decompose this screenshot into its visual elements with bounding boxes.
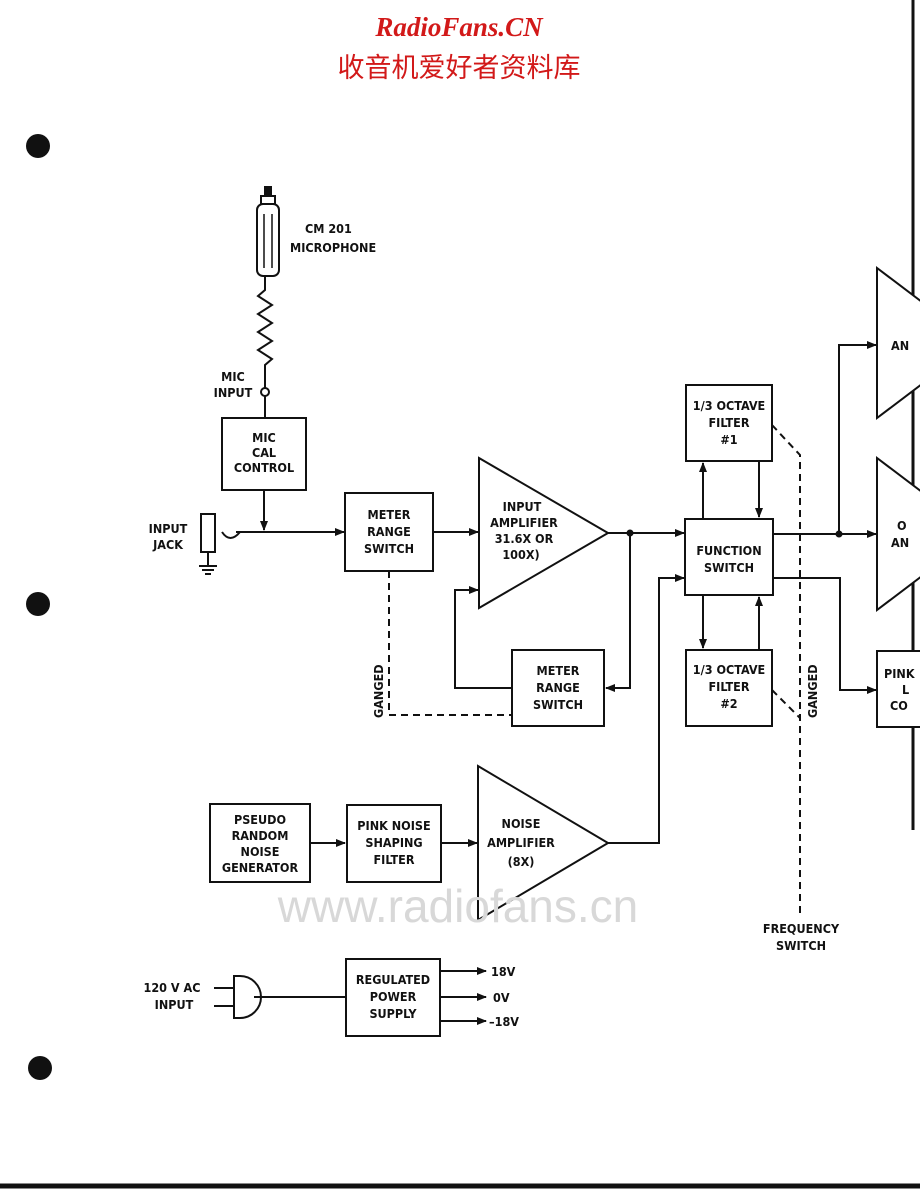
pink-noise-label-line3: FILTER — [374, 852, 415, 867]
ganged-link-1 — [388, 571, 512, 716]
pseudo-random-label-line2: RANDOM — [232, 828, 289, 843]
function-switch-label-line2: SWITCH — [704, 560, 754, 575]
rail-zero-label: 0V — [493, 990, 510, 1005]
input-amplifier-triangle — [478, 456, 610, 610]
right-box-label-line1: PINK — [884, 666, 916, 681]
filter-1-label-line2: FILTER — [709, 415, 750, 430]
input-amp-label-line4: 100X) — [502, 547, 539, 562]
pink-noise-filter-block — [346, 804, 442, 883]
meter-range-2-label-line1: METER — [537, 663, 580, 678]
power-supply-label-line3: SUPPLY — [369, 1006, 417, 1021]
meter-range-switch-2-block — [511, 649, 605, 727]
binder-hole-bottom — [28, 1056, 52, 1080]
right-amp-2-label-line1: O — [897, 518, 907, 533]
pink-noise-label-line1: PINK NOISE — [357, 818, 430, 833]
microphone-cable — [256, 276, 274, 388]
mic-cal-label-line3: CONTROL — [234, 460, 294, 475]
rail-pos-label: 18V — [491, 964, 516, 979]
mic-input-terminal — [260, 387, 270, 397]
right-amplifier-1 — [876, 265, 920, 421]
ganged-label-2: GANGED — [805, 664, 820, 718]
microphone-icon — [256, 186, 280, 277]
power-supply-label-line2: POWER — [370, 989, 417, 1004]
watermark-url: www.radiofans.cn — [277, 880, 639, 932]
frequency-switch-label-line1: FREQUENCY — [763, 921, 840, 936]
noise-amp-to-function-line — [608, 574, 685, 844]
right-pink-box — [876, 650, 920, 728]
ganged-link-2 — [771, 424, 801, 918]
microphone-label-line2: MICROPHONE — [290, 240, 376, 255]
filter-1-label-line3: #1 — [720, 432, 737, 447]
octave-filter-2-block — [685, 649, 773, 727]
microphone-label-line1: CM 201 — [305, 221, 352, 236]
mic-cal-control-block — [221, 417, 307, 491]
binder-hole-top — [26, 134, 50, 158]
to-upper-amp-line — [838, 341, 877, 534]
pseudo-random-generator-block — [209, 803, 311, 883]
watermark-subtitle: 收音机爱好者资料库 — [338, 53, 581, 84]
pink-noise-label-line2: SHAPING — [365, 835, 422, 850]
noise-amp-label-line2: AMPLIFIER — [487, 835, 555, 850]
rail-neg-label: –18V — [489, 1014, 519, 1029]
ganged-link-filter-2 — [771, 689, 801, 719]
meter-range-2-label-line2: RANGE — [536, 680, 580, 695]
input-jack-label-line2: JACK — [152, 537, 184, 552]
filter-2-label-line3: #2 — [720, 696, 737, 711]
pseudo-random-label-line1: PSEUDO — [234, 812, 286, 827]
meter-range-2-label-line3: SWITCH — [533, 697, 583, 712]
feedback-to-amp-input — [454, 586, 512, 689]
filter-2-label-line2: FILTER — [709, 679, 750, 694]
mic-input-label-line2: INPUT — [214, 385, 253, 400]
ac-plug-icon — [214, 975, 262, 1019]
right-amp-2-label-line2: AN — [891, 535, 909, 550]
meter-range-1-label-line1: METER — [368, 507, 411, 522]
mic-cal-label-line1: MIC — [252, 430, 276, 445]
meter-range-1-label-line3: SWITCH — [364, 541, 414, 556]
function-switch-block — [684, 518, 774, 596]
right-amp-1-label: AN — [891, 338, 909, 353]
noise-amp-label-line3: (8X) — [508, 854, 535, 869]
input-jack-icon — [199, 513, 241, 575]
filter-2-label-line1: 1/3 OCTAVE — [693, 662, 765, 677]
input-amp-label-line3: 31.6X OR — [495, 531, 554, 546]
input-amp-label-line1: INPUT — [503, 499, 542, 514]
octave-filter-1-block — [685, 384, 773, 462]
power-supply-label-line1: REGULATED — [356, 972, 430, 987]
noise-amp-label-line1: NOISE — [502, 816, 541, 831]
watermark-title: RadioFans.CN — [374, 12, 544, 42]
noise-amplifier-triangle — [477, 764, 610, 922]
power-supply-block — [345, 958, 441, 1037]
feedback-to-meter-range-2 — [605, 533, 631, 692]
right-box-label-line3: CO — [890, 698, 908, 713]
ganged-label-1: GANGED — [371, 664, 386, 718]
right-amplifier-2 — [876, 455, 920, 613]
function-switch-label-line1: FUNCTION — [696, 543, 761, 558]
ac-input-label-line1: 120 V AC — [144, 980, 201, 995]
right-box-label-line2: L — [902, 682, 909, 697]
input-jack-label-line1: INPUT — [149, 521, 188, 536]
pseudo-random-label-line3: NOISE — [241, 844, 280, 859]
frequency-switch-label-line2: SWITCH — [776, 938, 826, 953]
pseudo-random-label-line4: GENERATOR — [222, 860, 299, 875]
meter-range-1-label-line2: RANGE — [367, 524, 411, 539]
mic-input-label-line1: MIC — [221, 369, 245, 384]
to-pink-box-line — [773, 577, 877, 694]
mic-cal-label-line2: CAL — [252, 445, 276, 460]
binder-hole-middle — [26, 592, 50, 616]
filter-1-label-line1: 1/3 OCTAVE — [693, 398, 765, 413]
ac-input-label-line2: INPUT — [155, 997, 194, 1012]
meter-range-switch-1-block — [344, 492, 434, 572]
input-amp-label-line2: AMPLIFIER — [490, 515, 558, 530]
